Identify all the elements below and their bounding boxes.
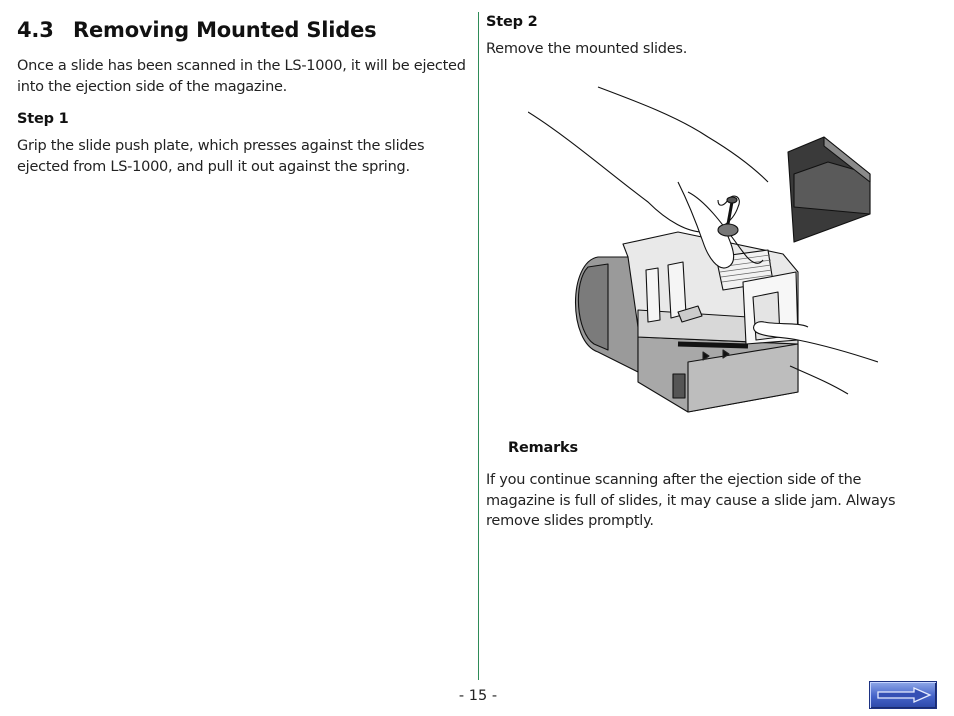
next-page-button[interactable] (869, 681, 937, 709)
section-title: Removing Mounted Slides (73, 18, 377, 42)
step2-text: Remove the mounted slides. (486, 41, 688, 57)
slide-removal-illustration (527, 82, 879, 418)
intro-text: Once a slide has been scanned in the LS-… (17, 58, 466, 95)
section-number: 4.3 (17, 18, 54, 42)
remarks-text: If you continue scanning after the eject… (486, 472, 896, 529)
column-divider (478, 12, 479, 680)
step1-text: Grip the slide push plate, which presses… (17, 138, 425, 175)
step1-title: Step 1 (17, 111, 69, 127)
step2-title: Step 2 (486, 14, 538, 30)
left-column: 4.3 Removing Mounted Slides Once a slide … (17, 18, 469, 177)
page-number: - 15 - (458, 688, 498, 704)
section-heading: 4.3 Removing Mounted Slides (17, 18, 469, 42)
right-column: Step 2 Remove the mounted slides. (486, 14, 936, 60)
remarks-title: Remarks (508, 440, 578, 456)
next-arrow-icon (877, 687, 932, 703)
